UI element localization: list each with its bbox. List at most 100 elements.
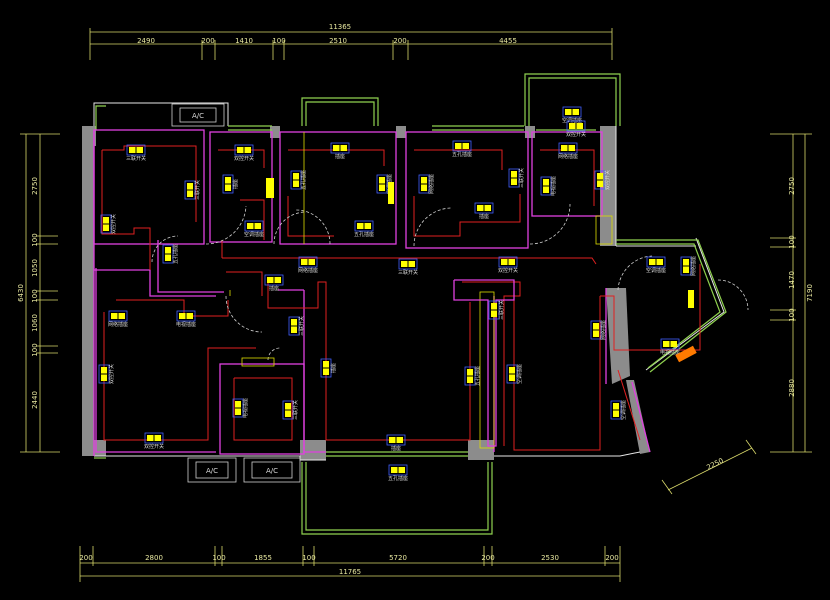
distribution-panel <box>675 345 697 363</box>
fixture-tag: 插座 <box>391 445 401 452</box>
outlet-symbol: 电视插座 <box>176 310 196 328</box>
right-dim-3: 1470 <box>788 271 796 289</box>
fixture-tag: 三联开关 <box>194 180 201 200</box>
outlet-symbol: 插座 <box>222 174 239 194</box>
outlet-symbol: 双控开关 <box>144 432 164 450</box>
outlet-symbol: 网络插座 <box>418 174 435 194</box>
left-dim-4: 100 <box>31 289 39 302</box>
outlet-symbol: 双控开关 <box>100 214 117 234</box>
outlet-symbol: 双控开关 <box>566 120 586 138</box>
outlet-symbol: 插座 <box>264 274 284 292</box>
outlet-symbol: 网络插座 <box>108 310 128 328</box>
outlet-symbol: 三联开关 <box>184 180 201 200</box>
bottom-dim-2: 2800 <box>145 554 163 562</box>
outlet-symbol: 五孔插座 <box>162 244 179 264</box>
fixture-tag: 三联开关 <box>298 316 305 336</box>
fixture-tag: 双控开关 <box>144 443 164 450</box>
top-overall-dim: 11365 <box>329 23 351 31</box>
bottom-dim-7: 200 <box>481 554 494 562</box>
fixture-tag: 五孔插座 <box>452 151 472 158</box>
fixture-tag: 电视插座 <box>176 321 196 328</box>
outlet-symbol: 三联开关 <box>508 168 525 188</box>
fixture-tag: 三联开关 <box>498 300 505 320</box>
fixture-tag: 电视插座 <box>242 398 249 418</box>
bottom-dim-9: 200 <box>605 554 618 562</box>
central-column <box>453 279 515 447</box>
outlet-symbol: 空调插座 <box>562 106 582 124</box>
outlet-symbol: 三联开关 <box>282 400 299 420</box>
outlet-symbol: 空调插座 <box>244 220 264 238</box>
right-dim-2: 100 <box>788 235 796 248</box>
interior-partitions <box>93 129 651 456</box>
outlet-symbol: 三联开关 <box>288 316 305 336</box>
switch-bar <box>688 290 694 308</box>
circuit-wiring <box>101 145 701 451</box>
bottom-dim-4: 1855 <box>254 554 272 562</box>
fixture-tag: 双控开关 <box>604 170 611 190</box>
fixture-tag: 五孔插座 <box>172 244 179 264</box>
structural-details <box>229 132 613 449</box>
fixture-tag: 双控开关 <box>234 155 254 162</box>
left-overall-dim: 6430 <box>17 284 25 302</box>
outlet-symbol: 插座 <box>474 202 494 220</box>
right-overall-dim: 7190 <box>806 284 814 302</box>
windows-and-balconies <box>94 73 727 535</box>
fixture-tag: 空调插座 <box>516 364 523 384</box>
outlet-symbol: 空调插座 <box>646 256 666 274</box>
switch-bar <box>266 178 274 198</box>
fixture-tag: 三联开关 <box>518 168 525 188</box>
fixture-tag: 插座 <box>335 153 345 160</box>
left-dim-7: 2440 <box>31 391 39 409</box>
electrical-fixtures: 三联开关双控开关插座五孔插座空调插座网络插座三联开关双控开关插座五孔插座空调插座… <box>98 106 697 482</box>
outlet-symbol: 网络插座 <box>298 256 318 274</box>
outlet-symbol: 五孔插座 <box>452 140 472 158</box>
bottom-overall-dim: 11765 <box>339 568 361 576</box>
fixture-tag: 双控开关 <box>108 364 115 384</box>
outlet-symbol: 电视插座 <box>232 398 249 418</box>
fixture-tag: 三联开关 <box>292 400 299 420</box>
right-dim-4: 100 <box>788 308 796 321</box>
left-dim-6: 100 <box>31 343 39 356</box>
outlet-symbol: 空调插座 <box>506 364 523 384</box>
outlet-symbol: 插座 <box>386 434 406 452</box>
right-dimension-chain: 7190 2750 100 1470 100 2880 <box>770 133 814 453</box>
outlet-symbol: 插座 <box>330 142 350 160</box>
fixture-tag: 三联开关 <box>398 269 418 276</box>
outlet-symbol: 双控开关 <box>594 170 611 190</box>
top-dim-2: 200 <box>201 37 214 45</box>
exterior-walls <box>82 126 650 460</box>
outlet-symbol: 双控开关 <box>498 256 518 274</box>
ac-label-bottom-left: A/C <box>206 467 218 475</box>
ac-label-bottom-right: A/C <box>266 467 278 475</box>
ac-unit-bottom-right: A/C <box>243 457 301 483</box>
fixture-tag: 五孔插座 <box>474 366 481 386</box>
ac-label-top: A/C <box>192 112 204 120</box>
outlet-symbol: 电视插座 <box>540 176 557 196</box>
fixture-tag: 网络插座 <box>690 256 697 276</box>
bottom-dim-6: 5720 <box>389 554 407 562</box>
fixture-tag: 双控开关 <box>566 131 586 138</box>
bottom-dim-5: 100 <box>302 554 315 562</box>
outlet-symbol: 三联开关 <box>126 144 146 162</box>
ac-unit-top: A/C <box>171 103 225 127</box>
fixture-tag: 电视插座 <box>550 176 557 196</box>
outlet-symbol: 电视插座 <box>660 338 680 356</box>
fixture-tag: 网络插座 <box>108 321 128 328</box>
left-dim-2: 100 <box>31 233 39 246</box>
outlet-symbol: 五孔插座 <box>464 366 481 386</box>
fixture-tag: 网络插座 <box>428 174 435 194</box>
fixture-tag: 双控开关 <box>110 214 117 234</box>
outlet-symbol: 三联开关 <box>488 300 505 320</box>
fixture-tag: 网络插座 <box>558 153 578 160</box>
fixture-tag: 电视插座 <box>660 349 680 356</box>
outlet-symbol: 双控开关 <box>234 144 254 162</box>
outlet-symbol: 网络插座 <box>680 256 697 276</box>
fixture-tag: 网络插座 <box>600 320 607 340</box>
fixture-tag: 插座 <box>269 285 279 292</box>
fixture-tag: 空调插座 <box>646 267 666 274</box>
ac-unit-bottom-left: A/C <box>187 457 237 483</box>
top-dim-6: 200 <box>393 37 406 45</box>
outlet-symbol: 双控开关 <box>98 364 115 384</box>
fixture-tag: 五孔插座 <box>354 231 374 238</box>
